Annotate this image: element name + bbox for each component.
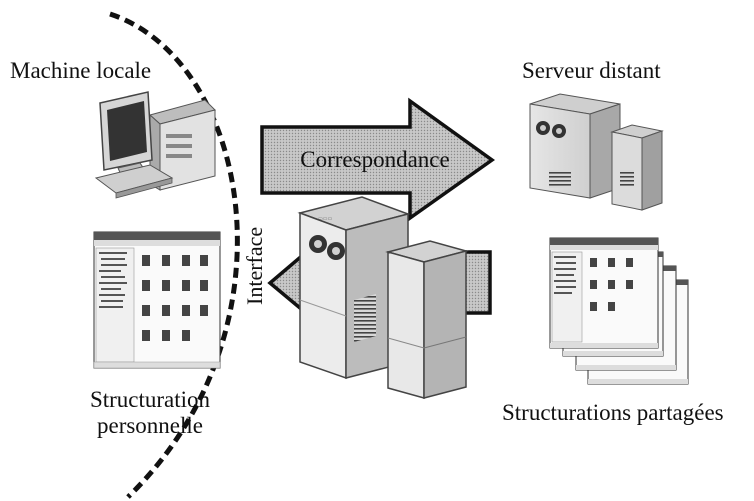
personal-structuring-label: Structuration personnelle bbox=[50, 387, 250, 440]
mapping-arrow-right bbox=[260, 97, 496, 222]
local-machine-label: Machine locale bbox=[10, 58, 152, 83]
mapping-label: Correspondance bbox=[300, 147, 449, 172]
desktop-computer-icon bbox=[94, 91, 216, 199]
personal-structuring-line2: personnelle bbox=[96, 413, 203, 439]
personal-structuring-line1: Structuration bbox=[89, 387, 211, 412]
central-server-icon: ▭▭▭ bbox=[297, 196, 469, 399]
interface-label: Interface bbox=[242, 227, 267, 305]
shared-structurings-label: Structurations partagées bbox=[502, 400, 724, 425]
shared-file-explorer-stack bbox=[549, 237, 689, 385]
interface-boundary-arc bbox=[109, 11, 240, 499]
remote-server-label: Serveur distant bbox=[522, 58, 661, 83]
svg-text:▭▭▭: ▭▭▭ bbox=[318, 217, 332, 222]
local-file-explorer-window bbox=[93, 231, 221, 369]
server-cabinet-icon bbox=[529, 93, 664, 211]
